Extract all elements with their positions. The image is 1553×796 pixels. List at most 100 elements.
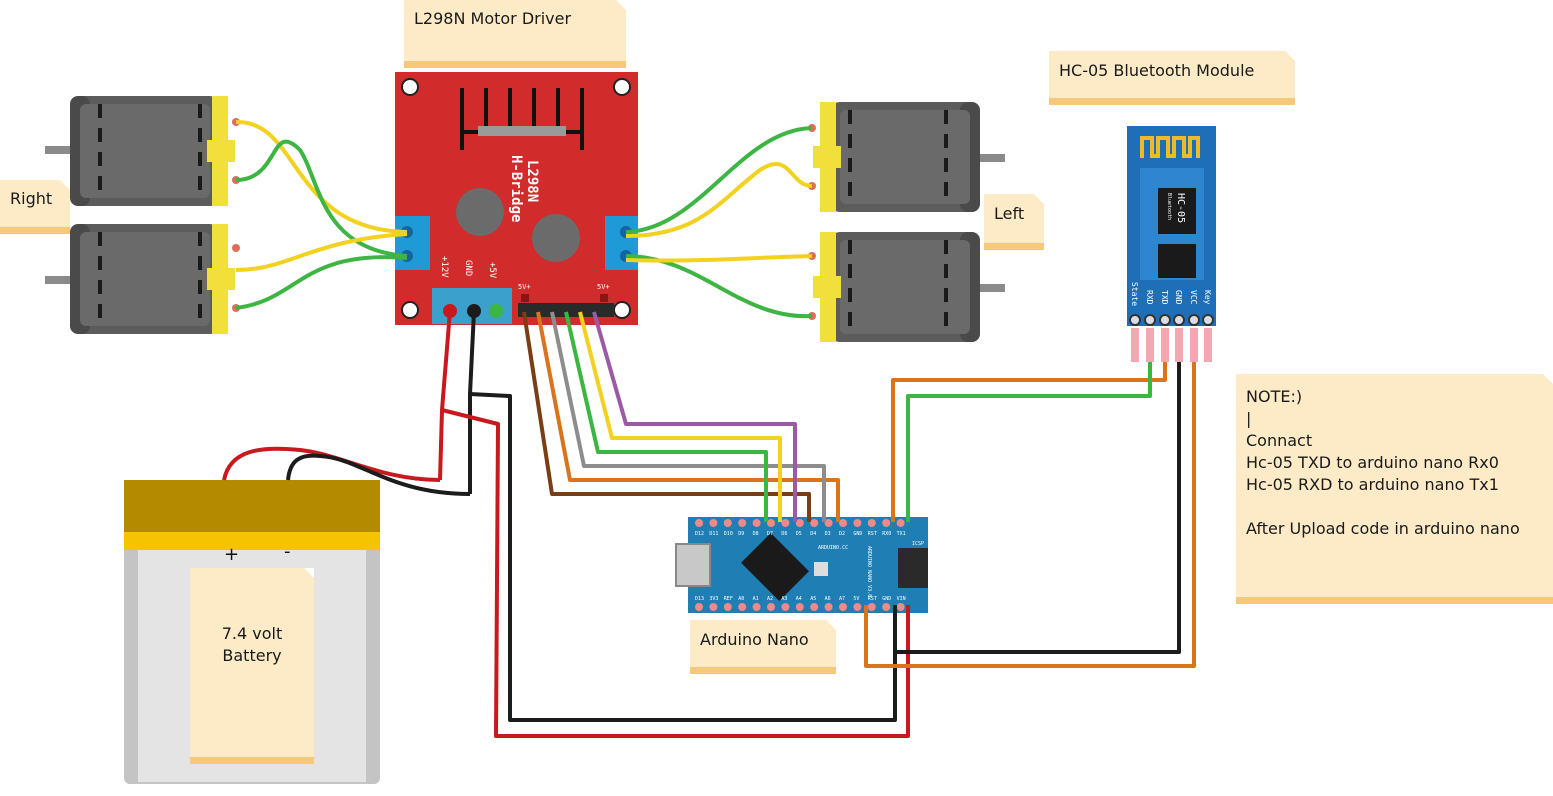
- nano-pin-label: D13: [695, 596, 704, 602]
- nano-pin-label: D4: [810, 531, 816, 537]
- nano-pin: [867, 603, 876, 611]
- nano-pin: [853, 603, 862, 611]
- hc05-pin-state: State: [1130, 282, 1139, 306]
- nano-pin: [810, 603, 819, 611]
- label-battery: 7.4 volt Battery: [190, 568, 314, 764]
- nano-pin: [752, 603, 761, 611]
- nano-pin: [839, 603, 847, 611]
- nano-center-label: ARDUINO.CC: [818, 545, 848, 551]
- nano-pin: [896, 603, 905, 611]
- nano-pin-label: A1: [753, 596, 759, 602]
- label-bluetooth-text: HC-05 Bluetooth Module: [1059, 61, 1255, 80]
- nano-pin: [795, 603, 804, 611]
- battery-minus-label: -: [284, 541, 291, 562]
- note-line: |: [1246, 409, 1252, 428]
- label-arduino: Arduino Nano: [690, 620, 836, 674]
- nano-pin: [839, 519, 847, 527]
- hc05-module: [1127, 126, 1216, 362]
- note-line: Hc-05 TXD to arduino nano Rx0: [1246, 453, 1499, 472]
- nano-pin-label: A6: [825, 596, 831, 602]
- nano-pin: [767, 603, 775, 611]
- nano-pin: [723, 519, 732, 527]
- l298n-pin-5v-left: 5V+: [518, 283, 531, 291]
- nano-pin: [709, 519, 718, 527]
- motor-left-bottom: [808, 232, 1005, 342]
- hc05-chip-sublabel: Bluetooth: [1166, 193, 1172, 220]
- nano-pin: [867, 519, 876, 527]
- label-motor-driver-text: L298N Motor Driver: [414, 9, 572, 28]
- nano-pin: [882, 519, 891, 527]
- nano-pin: [752, 519, 761, 527]
- hc05-pin-key: Key: [1203, 290, 1212, 305]
- wires: [222, 119, 1196, 738]
- hc05-pin-rxd: RXD: [1145, 290, 1154, 305]
- l298n-pin-12v: +12V: [439, 256, 449, 278]
- nano-pin: [853, 519, 862, 527]
- nano-name-label: ARDUINO NANO V3.0: [866, 546, 872, 597]
- nano-pin-label: VIN: [897, 596, 906, 602]
- nano-pin: [781, 603, 790, 611]
- nano-pin-label: A7: [839, 596, 845, 602]
- nano-pin: [723, 603, 732, 611]
- nano-pin-label: RX0: [882, 531, 891, 537]
- battery-plus-label: +: [224, 544, 239, 565]
- nano-pin: [738, 603, 747, 611]
- motor-right-top: [45, 96, 240, 206]
- label-battery-line1: 7.4 volt: [221, 624, 283, 643]
- nano-pin-label: GND: [882, 596, 891, 602]
- motor-right-bottom: [45, 224, 240, 334]
- nano-pin-label: D3: [825, 531, 831, 537]
- nano-pin-label: RST: [868, 596, 877, 602]
- hc05-pin-gnd: GND: [1174, 290, 1183, 305]
- nano-pin: [781, 519, 790, 527]
- label-left-text: Left: [994, 204, 1025, 223]
- nano-pin-label: 3V3: [709, 596, 718, 602]
- nano-pin-label: D9: [738, 531, 744, 537]
- hc05-pins: [1129, 314, 1214, 362]
- hc05-pin-txd: TXD: [1160, 290, 1169, 305]
- hc05-chip-label: HC-05: [1175, 193, 1186, 223]
- nano-pin: [824, 519, 833, 527]
- label-right-text: Right: [10, 189, 53, 208]
- label-bluetooth: HC-05 Bluetooth Module: [1049, 51, 1295, 105]
- nano-pin: [810, 519, 819, 527]
- nano-pin-label: TX1: [897, 531, 906, 537]
- l298n-label-line2: H-Bridge: [508, 155, 524, 222]
- note-line: Connact: [1246, 431, 1313, 450]
- nano-pin-label: A3: [781, 596, 787, 602]
- nano-pin: [896, 519, 905, 527]
- l298n-pin-5v-right: 5V+: [597, 283, 610, 291]
- l298n-pin-5v: +5V: [487, 262, 497, 279]
- label-battery-line2: Battery: [222, 646, 282, 665]
- nano-pin-label: A0: [738, 596, 744, 602]
- nano-pin-label: A5: [810, 596, 816, 602]
- nano-pin-label: D12: [695, 531, 704, 537]
- nano-pin: [709, 603, 718, 611]
- label-right: Right: [0, 180, 70, 234]
- nano-pin-label: D7: [767, 531, 773, 537]
- nano-pin-label: A2: [767, 596, 773, 602]
- label-left: Left: [984, 194, 1044, 250]
- nano-pin: [695, 603, 703, 611]
- nano-pin: [795, 519, 804, 527]
- motor-left-top: [808, 102, 1005, 212]
- nano-pin: [738, 519, 747, 527]
- nano-pin-label: D10: [724, 531, 733, 537]
- note-line: After Upload code in arduino nano: [1246, 519, 1520, 538]
- nano-pin-label: D6: [781, 531, 787, 537]
- note-line: NOTE:): [1246, 387, 1303, 406]
- nano-pin-label: D2: [839, 531, 845, 537]
- nano-pin: [767, 519, 775, 527]
- hc05-pin-vcc: VCC: [1189, 290, 1198, 305]
- label-arduino-text: Arduino Nano: [700, 630, 809, 649]
- nano-pin-label: A4: [796, 596, 802, 602]
- nano-pin-label: GND: [853, 531, 862, 537]
- nano-pin-label: D11: [709, 531, 718, 537]
- nano-pin: [882, 603, 891, 611]
- nano-pin-label: D5: [796, 531, 802, 537]
- label-motor-driver: L298N Motor Driver: [404, 0, 626, 68]
